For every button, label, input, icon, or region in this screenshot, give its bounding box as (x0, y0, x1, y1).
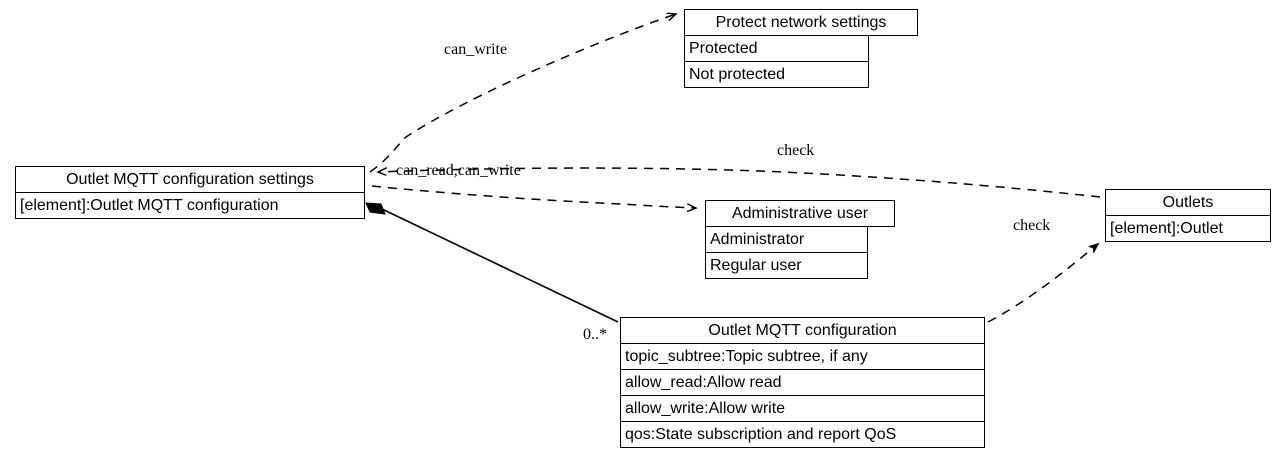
class-header-administrative-user: Administrative user (705, 200, 895, 227)
class-attribute-row: Protected (684, 35, 869, 62)
class-box-outlets[interactable]: Outlets [element]:Outlet (1105, 189, 1271, 242)
edge-can-read-can-write-line (371, 185, 696, 208)
class-attribute-row: Regular user (705, 252, 868, 279)
edge-label-multiplicity: 0..* (583, 326, 607, 343)
class-attribute-row: [element]:Outlet (1105, 215, 1271, 242)
class-box-protect-network-settings[interactable]: Protect network settings Protected Not p… (684, 9, 918, 88)
class-attribute-row: Administrator (705, 226, 868, 253)
class-attribute-row: allow_write:Allow write (620, 395, 985, 422)
class-header-protect-network-settings: Protect network settings (684, 9, 918, 36)
class-attribute-row: allow_read:Allow read (620, 369, 985, 396)
edge-label-can-read-can-write: can_read,can_write (396, 162, 521, 179)
class-box-outlet-mqtt-configuration-settings[interactable]: Outlet MQTT configuration settings [elem… (15, 166, 365, 219)
edge-check-bottom-line (987, 244, 1098, 323)
class-header-outlet-mqtt-configuration-settings: Outlet MQTT configuration settings (15, 166, 365, 193)
class-attribute-row: topic_subtree:Topic subtree, if any (620, 343, 985, 370)
edge-composition-line (381, 208, 619, 323)
composition-diamond-icon (365, 202, 386, 215)
edge-can-write-line (369, 14, 676, 173)
class-attribute-row: [element]:Outlet MQTT configuration (15, 192, 365, 219)
edge-label-check-bottom: check (1013, 217, 1051, 234)
edge-label-check-top: check (777, 142, 815, 159)
class-header-outlets: Outlets (1105, 189, 1271, 216)
class-attribute-row: Not protected (684, 61, 869, 88)
class-box-outlet-mqtt-configuration[interactable]: Outlet MQTT configuration topic_subtree:… (620, 317, 985, 448)
class-box-administrative-user[interactable]: Administrative user Administrator Regula… (705, 200, 895, 279)
edge-label-can-write: can_write (444, 41, 508, 58)
class-header-outlet-mqtt-configuration: Outlet MQTT configuration (620, 317, 985, 344)
class-attribute-row: qos:State subscription and report QoS (620, 421, 985, 448)
